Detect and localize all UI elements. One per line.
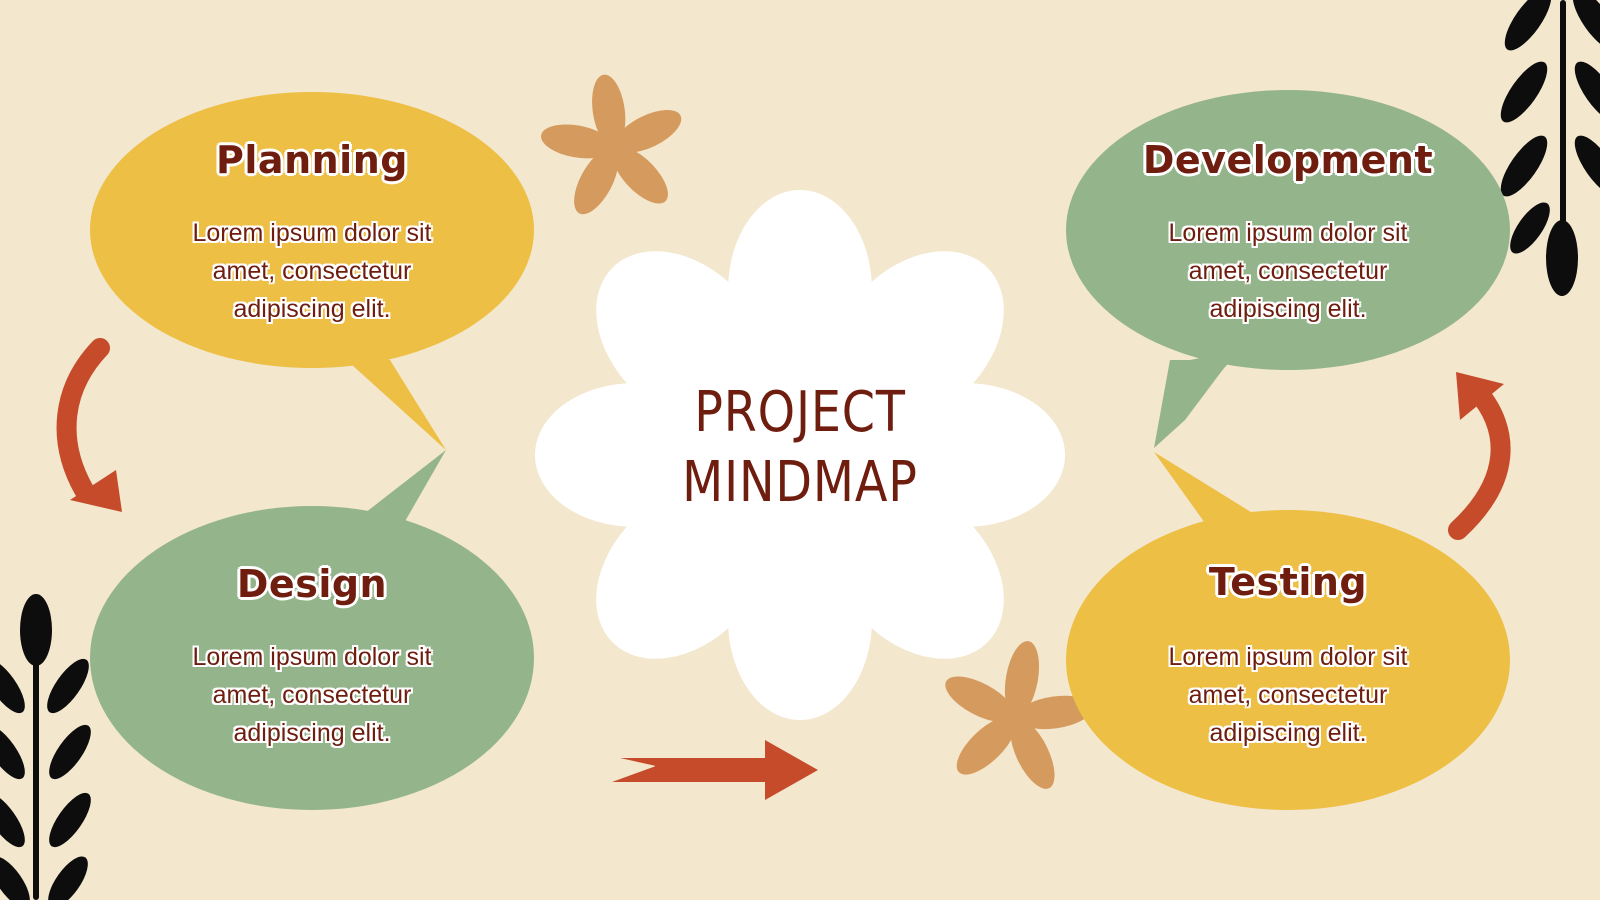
center-title-line-1: PROJECT [694, 380, 906, 445]
center-flower [535, 190, 1065, 720]
leaf-decoration-top-right [1500, 0, 1600, 296]
arrow-planning-to-design [56, 338, 122, 512]
bubble-development [1066, 90, 1510, 448]
center-title-line-2: MINDMAP [682, 450, 918, 515]
arrow-design-to-testing [612, 740, 818, 800]
arrow-testing-to-development [1448, 372, 1511, 540]
design-title: Design [236, 562, 388, 606]
flower-decoration-bottom [945, 641, 1093, 789]
testing-title: Testing [1208, 560, 1368, 604]
testing-description: Lorem ipsum dolor sit amet, consectetur … [1168, 643, 1408, 747]
development-description: Lorem ipsum dolor sit amet, consectetur … [1168, 219, 1408, 323]
bubble-planning [90, 92, 534, 450]
bubble-testing [1066, 452, 1510, 810]
flower-decoration-top [541, 74, 682, 215]
development-title: Development [1142, 138, 1434, 182]
leaf-decoration-bottom-left [0, 594, 91, 900]
planning-title: Planning [216, 138, 408, 182]
center-title: PROJECT MINDMAP [647, 378, 953, 518]
design-description: Lorem ipsum dolor sit amet, consectetur … [192, 643, 432, 747]
planning-description: Lorem ipsum dolor sit amet, consectetur … [192, 219, 432, 323]
bubble-design [90, 450, 534, 810]
